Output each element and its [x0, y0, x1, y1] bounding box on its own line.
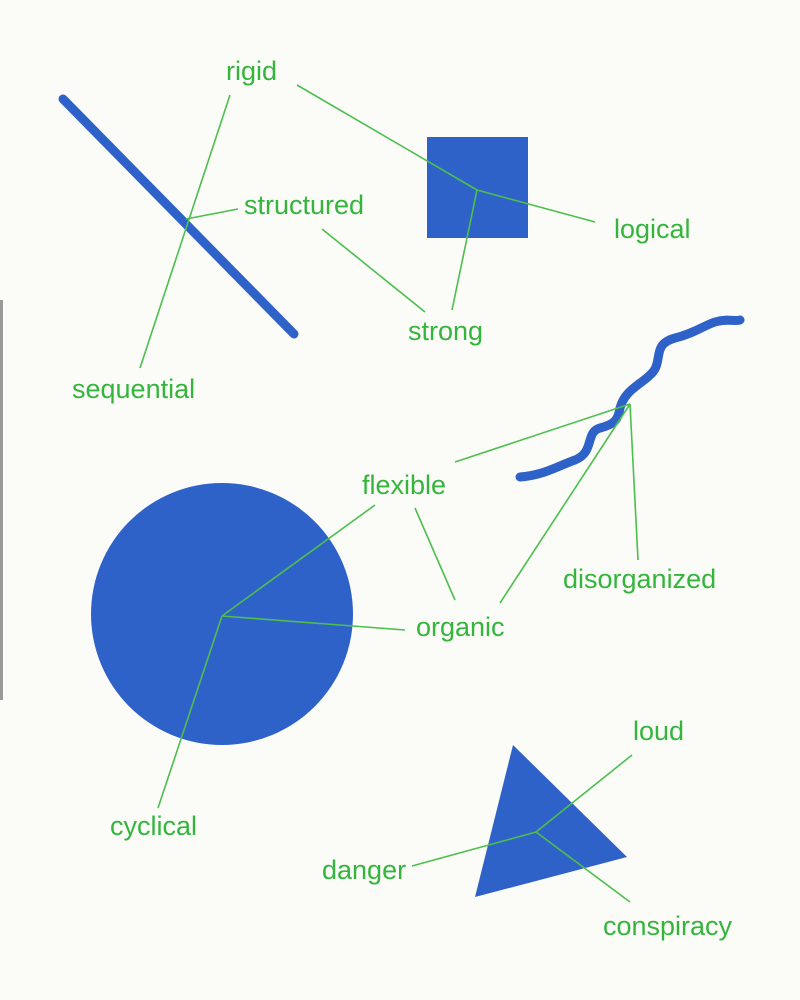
diagonal-line-shape: [58, 94, 299, 339]
label-cyclical: cyclical: [110, 811, 198, 841]
label-strong: strong: [408, 316, 484, 346]
leader-organic-circle: [221, 615, 406, 631]
leader-structured-strong: [321, 228, 426, 313]
label-logical: logical: [614, 214, 691, 244]
leader-danger-triangle: [411, 831, 537, 867]
label-loud: loud: [633, 716, 685, 746]
label-conspiracy: conspiracy: [603, 911, 733, 941]
leader-cyclical-circle: [157, 615, 223, 809]
leader-conspiracy-triangle: [535, 831, 631, 903]
label-rigid: rigid: [226, 56, 278, 86]
leader-logical-square: [476, 189, 596, 223]
leader-organic-wave: [499, 403, 631, 604]
leader-flexible-wave: [454, 403, 631, 463]
label-flexible: flexible: [362, 470, 447, 500]
wavy-line-shape: [515, 315, 745, 482]
label-disorganized: disorganized: [563, 564, 717, 594]
label-danger: danger: [322, 855, 407, 885]
leader-lines: [139, 84, 639, 903]
leader-rigid-square: [296, 84, 478, 191]
leader-rigid-sequential: [139, 94, 231, 369]
leader-loud-triangle: [535, 754, 633, 833]
leader-disorganized-wave: [629, 403, 639, 561]
leader-flexible-circle: [221, 504, 376, 617]
leader-strong-square: [451, 189, 478, 311]
leader-flexible-organic: [414, 507, 456, 601]
label-structured: structured: [244, 190, 365, 220]
label-organic: organic: [416, 612, 505, 642]
circle-shape: [91, 483, 353, 745]
label-sequential: sequential: [72, 374, 196, 404]
leader-structured-line: [185, 208, 239, 220]
scan-edge-mark: [0, 300, 3, 700]
triangle-shape: [475, 745, 627, 897]
square-shape: [427, 137, 528, 238]
